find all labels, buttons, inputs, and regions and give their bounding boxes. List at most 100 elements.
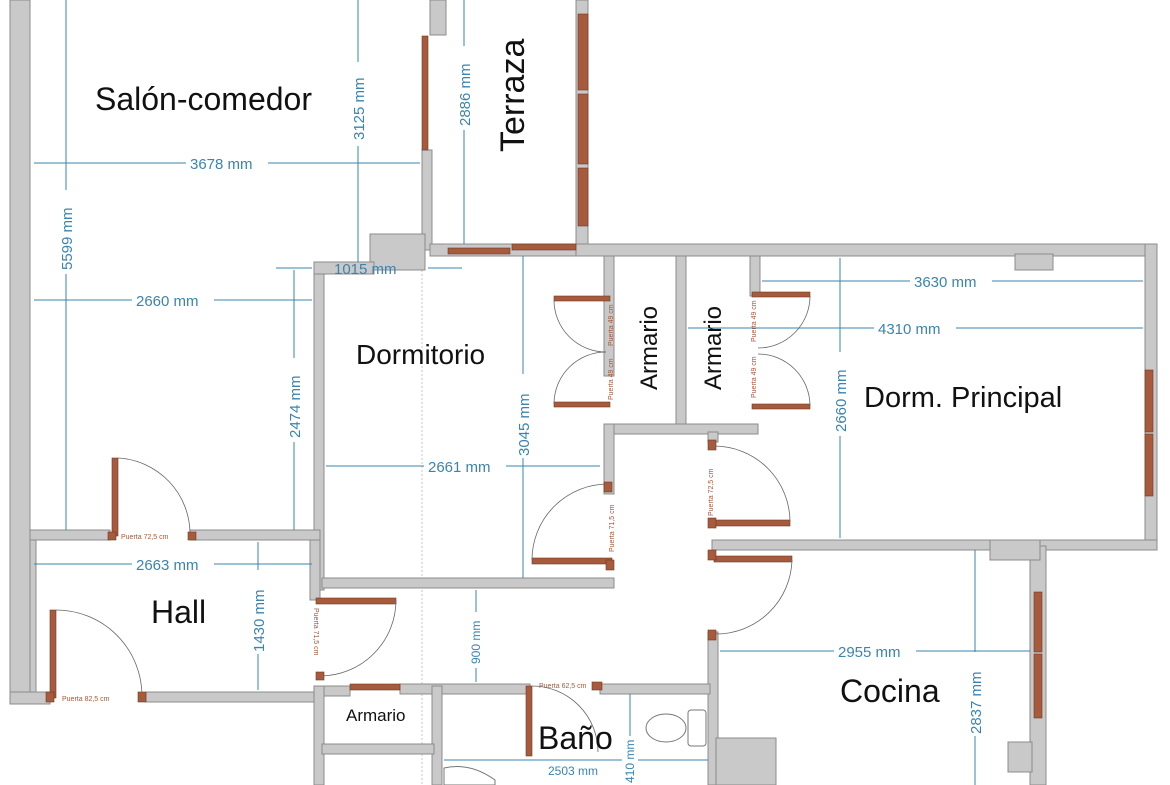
wall-armario-2 bbox=[675, 255, 687, 427]
room-label-armario2: Armario bbox=[700, 306, 727, 390]
wall-dorm-right bbox=[603, 423, 615, 495]
wall-hall-left bbox=[29, 539, 37, 705]
wall-bedrooms-top bbox=[575, 243, 1157, 257]
dim-label-900: 900 mm bbox=[469, 621, 483, 664]
door-jamb bbox=[137, 691, 147, 703]
window-dorm-top-b bbox=[511, 243, 577, 251]
window-salon bbox=[421, 35, 429, 151]
dim-label-2660b: 2660 mm bbox=[833, 369, 850, 432]
door-salon-leaf bbox=[111, 457, 119, 537]
window-cocina-a bbox=[1033, 591, 1043, 653]
window-terraza-b bbox=[577, 93, 589, 165]
door-armario2-swing-b bbox=[757, 353, 811, 407]
wall-column bbox=[369, 233, 426, 271]
wall-bano-top-b bbox=[599, 683, 711, 695]
label-bg bbox=[285, 358, 303, 442]
label-bg bbox=[622, 736, 638, 785]
dim-label-3045: 3045 mm bbox=[516, 393, 533, 456]
wall-bano-top bbox=[399, 683, 531, 695]
door-jamb bbox=[605, 559, 615, 571]
door-cocina-swing bbox=[715, 559, 793, 635]
door-jamb bbox=[603, 481, 613, 493]
dimension-labels: 3678 mm 3125 mm 2886 mm 5599 mm 1015 mm … bbox=[57, 46, 992, 785]
dim-label-5599: 5599 mm bbox=[59, 207, 76, 270]
door-jamb bbox=[707, 549, 717, 561]
door-armario1-leaf-a bbox=[553, 295, 611, 302]
door-cocina-leaf bbox=[713, 555, 793, 563]
wall-left-outer bbox=[9, 0, 31, 705]
room-labels: Salón-comedor Terraza Dormitorio Armario… bbox=[95, 39, 1062, 756]
room-label-cocina: Cocina bbox=[840, 673, 940, 709]
label-bg bbox=[186, 154, 268, 172]
label-bg bbox=[349, 62, 367, 146]
windows bbox=[421, 13, 1154, 719]
door-label-salon: Puerta 72,5 cm bbox=[121, 534, 169, 541]
door-hall-corr-leaf bbox=[315, 597, 397, 605]
doors bbox=[45, 291, 811, 757]
door-label-hall: Puerta 82,5 cm bbox=[62, 696, 110, 703]
label-bg bbox=[544, 762, 612, 778]
dim-label-2837: 2837 mm bbox=[968, 671, 985, 734]
wall-hall-right bbox=[309, 539, 321, 601]
wall-cocina-notch bbox=[989, 539, 1041, 561]
label-bg bbox=[455, 46, 473, 130]
toilet-bowl bbox=[645, 713, 687, 743]
wall-top-stub bbox=[429, 0, 447, 36]
label-bg bbox=[467, 612, 483, 668]
room-label-terraza: Terraza bbox=[494, 39, 532, 152]
door-dorm-leaf bbox=[531, 557, 613, 565]
label-bg bbox=[834, 642, 916, 660]
window-terraza-a bbox=[577, 13, 589, 91]
wall-armario-3 bbox=[749, 255, 761, 297]
door-armario2-leaf-a bbox=[751, 291, 811, 298]
window-dorm-top-a bbox=[447, 247, 511, 255]
door-salon-swing bbox=[117, 457, 191, 535]
dim-label-1430: 1430 mm bbox=[251, 589, 268, 652]
dim-label-2661: 2661 mm bbox=[428, 459, 491, 476]
bathtub-corner bbox=[443, 766, 496, 785]
door-jamb bbox=[187, 531, 197, 541]
wall-hall-bottom-left bbox=[9, 691, 51, 705]
label-bg bbox=[57, 190, 75, 274]
room-label-salon: Salón-comedor bbox=[95, 81, 312, 117]
door-label-hall-corr: Puerta 71,5 cm bbox=[312, 608, 319, 656]
window-cocina-b bbox=[1033, 653, 1043, 719]
dim-label-2663: 2663 mm bbox=[136, 557, 199, 574]
wall-armario-1 bbox=[603, 255, 615, 377]
door-label-armario2-a: Puerta 49 cm bbox=[751, 300, 758, 342]
window-terraza-c bbox=[577, 167, 589, 227]
wall-dormitorio-top bbox=[313, 261, 375, 275]
door-jamb bbox=[107, 531, 117, 541]
label-bg bbox=[831, 352, 849, 436]
label-bg bbox=[249, 570, 267, 654]
door-principal-leaf bbox=[713, 519, 791, 527]
door-dorm-swing bbox=[531, 483, 609, 561]
door-hall-leaf bbox=[49, 609, 57, 699]
wall-dormitorio-bottom bbox=[321, 577, 615, 589]
dim-label-3630: 3630 mm bbox=[914, 274, 977, 291]
door-labels: Puerta 72,5 cm Puerta 82,5 cm Puerta 71,… bbox=[62, 300, 758, 703]
window-principal-b bbox=[1144, 433, 1154, 497]
door-jamb bbox=[315, 671, 325, 681]
dim-label-3678: 3678 mm bbox=[190, 156, 253, 173]
wall-armario3-left bbox=[313, 685, 325, 785]
label-bg bbox=[910, 272, 992, 290]
door-jamb bbox=[45, 691, 55, 703]
door-hall-swing bbox=[55, 609, 143, 697]
label-bg bbox=[514, 374, 532, 458]
label-bg bbox=[424, 457, 506, 475]
door-label-principal: Puerta 72,5 cm bbox=[708, 468, 715, 516]
room-label-bano: Baño bbox=[538, 720, 613, 756]
door-label-dorm: Puerta 71,5 cm bbox=[609, 504, 616, 552]
window-principal-a bbox=[1144, 369, 1154, 433]
door-label-bano: Puerta 62,5 cm bbox=[539, 683, 587, 690]
dim-label-1015: 1015 mm bbox=[334, 261, 397, 278]
wall-salon-bottom-b bbox=[189, 529, 321, 541]
door-jamb bbox=[707, 439, 717, 451]
room-label-dormitorio: Dormitorio bbox=[356, 339, 485, 370]
dim-label-3125: 3125 mm bbox=[351, 77, 368, 140]
dim-label-2886: 2886 mm bbox=[457, 63, 474, 126]
wall-armario3-bottom bbox=[321, 743, 435, 755]
door-label-armario1-b: Puerta 49 cm bbox=[608, 358, 615, 400]
door-armario1-leaf-b bbox=[553, 401, 611, 408]
